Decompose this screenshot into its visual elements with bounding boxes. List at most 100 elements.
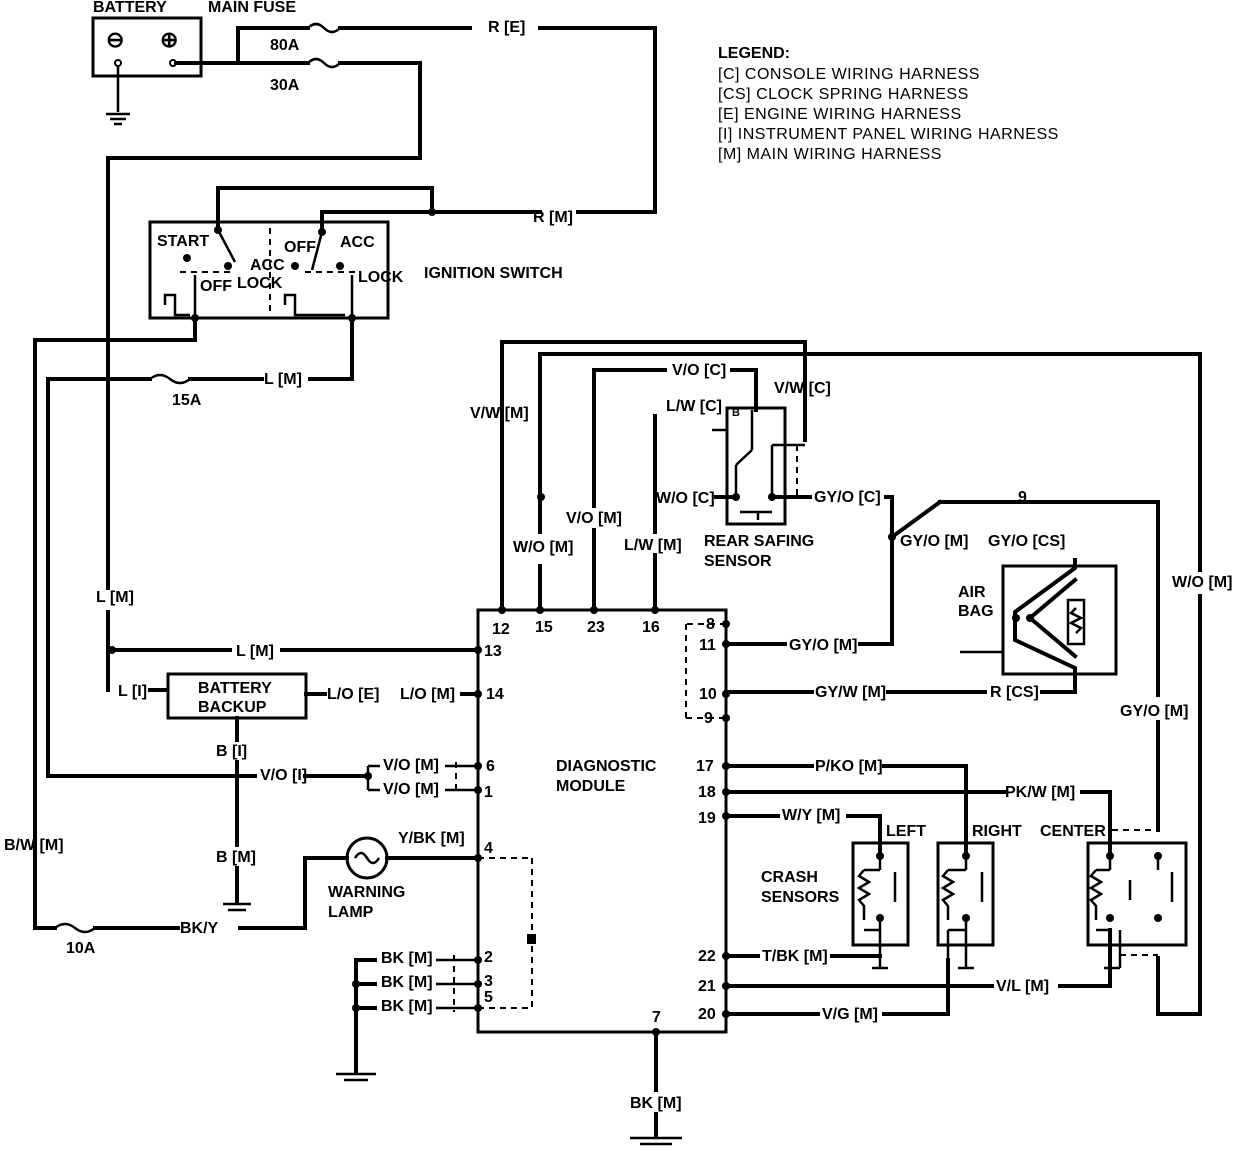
wire-v-o-m-1: V/O [M] — [383, 781, 439, 798]
pin-10: 10 — [699, 686, 717, 703]
diagnostic-module — [476, 608, 728, 1034]
diagnostic-module-title-1: DIAGNOSTIC — [556, 758, 657, 775]
ignition-switch: START ACC LOCK OFF OFF ACC LOCK — [148, 220, 404, 322]
wire-l-o-e: L/O [E] — [327, 686, 379, 703]
crash-sensor-center — [1086, 829, 1188, 970]
battery-backup-title-1: BATTERY — [198, 680, 272, 697]
rear-safing-sensor-title-1: REAR SAFING — [704, 533, 814, 550]
battery-backup-title-2: BACKUP — [198, 699, 267, 716]
wire-bk-m-5: BK [M] — [381, 998, 433, 1015]
crash-sensor-left-title: LEFT — [886, 823, 926, 840]
warning-lamp-title-2: LAMP — [328, 904, 374, 921]
crash-sensor-center-title: CENTER — [1040, 823, 1106, 840]
fuse-30a: 30A — [270, 77, 300, 94]
pin-8: 8 — [706, 616, 715, 633]
wire-r-e: R [E] — [488, 19, 525, 36]
wire-t-bk-m: T/BK [M] — [762, 948, 828, 965]
battery-neg-terminal: ⊖ — [106, 27, 124, 52]
battery-pos-terminal: ⊕ — [160, 27, 178, 52]
wire-v-g-m: V/G [M] — [822, 1006, 878, 1023]
pin-11: 11 — [699, 637, 716, 654]
switch-acc-1: ACC — [250, 257, 285, 274]
wire-v-w-c: V/W [C] — [774, 380, 831, 397]
pin-6: 6 — [486, 758, 495, 775]
switch-off-1: OFF — [200, 278, 232, 295]
wire-v-o-m-23: V/O [M] — [566, 510, 622, 527]
wire-l-o-m: L/O [M] — [400, 686, 455, 703]
wire-w-o-m-15: W/O [M] — [513, 539, 573, 556]
fuse-15a: 15A — [172, 392, 202, 409]
wire-l-w-c: L/W [C] — [666, 398, 722, 415]
wire-y-bk-m: Y/BK [M] — [398, 830, 465, 847]
wire-b-i: B [I] — [216, 743, 247, 760]
battery: ⊖ ⊕ — [91, 16, 203, 126]
wire-pk-w-m: PK/W [M] — [1005, 784, 1075, 801]
air-bag — [960, 558, 1118, 694]
legend: LEGEND: [C] CONSOLE WIRING HARNESS [CS] … — [718, 45, 1059, 163]
wire-r-cs: R [CS] — [990, 684, 1039, 701]
wire-l-m-top: L [M] — [264, 371, 302, 388]
rear-safing-sensor-title-2: SENSOR — [704, 553, 772, 570]
wire-gy-o-m-11: GY/O [M] — [789, 637, 857, 654]
crash-sensors-title-1: CRASH — [761, 869, 818, 886]
legend-item: [I] INSTRUMENT PANEL WIRING HARNESS — [718, 126, 1059, 143]
battery-title: BATTERY — [93, 0, 167, 16]
pin-2: 2 — [484, 949, 493, 966]
crash-sensor-left — [851, 841, 910, 970]
wire-gy-o-m-right: GY/O [M] — [1120, 703, 1188, 720]
rear-safing-sensor: B — [712, 406, 805, 526]
switch-off-2: OFF — [284, 239, 316, 256]
switch-lock-1: LOCK — [237, 275, 283, 292]
pin-19: 19 — [698, 810, 716, 827]
wire-v-w-m: V/W [M] — [470, 405, 529, 422]
legend-item: [E] ENGINE WIRING HARNESS — [718, 106, 962, 123]
wire-w-o-m-right: W/O [M] — [1172, 574, 1232, 591]
wire-v-o-i: V/O [I] — [260, 767, 307, 784]
wire-v-l-m: V/L [M] — [996, 978, 1049, 995]
switch-acc-2: ACC — [340, 234, 375, 251]
legend-item: [CS] CLOCK SPRING HARNESS — [718, 86, 969, 103]
safing-b-mark: B — [732, 407, 740, 419]
wire-r-m: R [M] — [533, 209, 573, 226]
wire-bk-m-3: BK [M] — [381, 974, 433, 991]
wire-v-o-m-6: V/O [M] — [383, 757, 439, 774]
wire-bk-y: BK/Y — [180, 920, 219, 937]
wire-bk-m-2: BK [M] — [381, 950, 433, 967]
wire-b-w-m: B/W [M] — [4, 837, 64, 854]
wire-w-o-c: W/O [C] — [656, 490, 715, 507]
switch-start: START — [157, 233, 209, 250]
pin-5: 5 — [484, 989, 493, 1006]
wire-l-w-m: L/W [M] — [624, 537, 682, 554]
fuse-80a: 80A — [270, 37, 300, 54]
pin-4: 4 — [484, 840, 493, 857]
wire-gy-o-cs: GY/O [CS] — [988, 533, 1065, 550]
pin-22: 22 — [698, 948, 716, 965]
wire-gy-w-m: GY/W [M] — [815, 684, 886, 701]
wire-gy-o-m-top: GY/O [M] — [900, 533, 968, 550]
pin-7: 7 — [652, 1009, 661, 1026]
pin-1: 1 — [484, 784, 493, 801]
crash-sensors-title-2: SENSORS — [761, 889, 840, 906]
center-9-mark: 9 — [1018, 489, 1027, 506]
wire-v-o-c: V/O [C] — [672, 362, 726, 379]
air-bag-title-1: AIR — [958, 584, 986, 601]
ignition-switch-title: IGNITION SWITCH — [424, 265, 563, 282]
wire-p-ko-m: P/KO [M] — [815, 758, 883, 775]
pin-3: 3 — [484, 973, 493, 990]
wire-w-y-m: W/Y [M] — [782, 807, 840, 824]
pin-15: 15 — [535, 619, 553, 636]
legend-item: [M] MAIN WIRING HARNESS — [718, 146, 942, 163]
diagnostic-module-title-2: MODULE — [556, 778, 626, 795]
pin-18: 18 — [698, 784, 716, 801]
air-bag-title-2: BAG — [958, 603, 994, 620]
pin-14: 14 — [486, 686, 504, 703]
warning-lamp-title-1: WARNING — [328, 884, 405, 901]
pin-20: 20 — [698, 1006, 716, 1023]
wire-l-m-13: L [M] — [236, 643, 274, 660]
pin-12: 12 — [492, 621, 510, 638]
pin-13: 13 — [484, 643, 502, 660]
wire-bk-m-bottom: BK [M] — [630, 1095, 682, 1112]
pin-21: 21 — [698, 978, 716, 995]
crash-sensor-right — [936, 841, 995, 970]
